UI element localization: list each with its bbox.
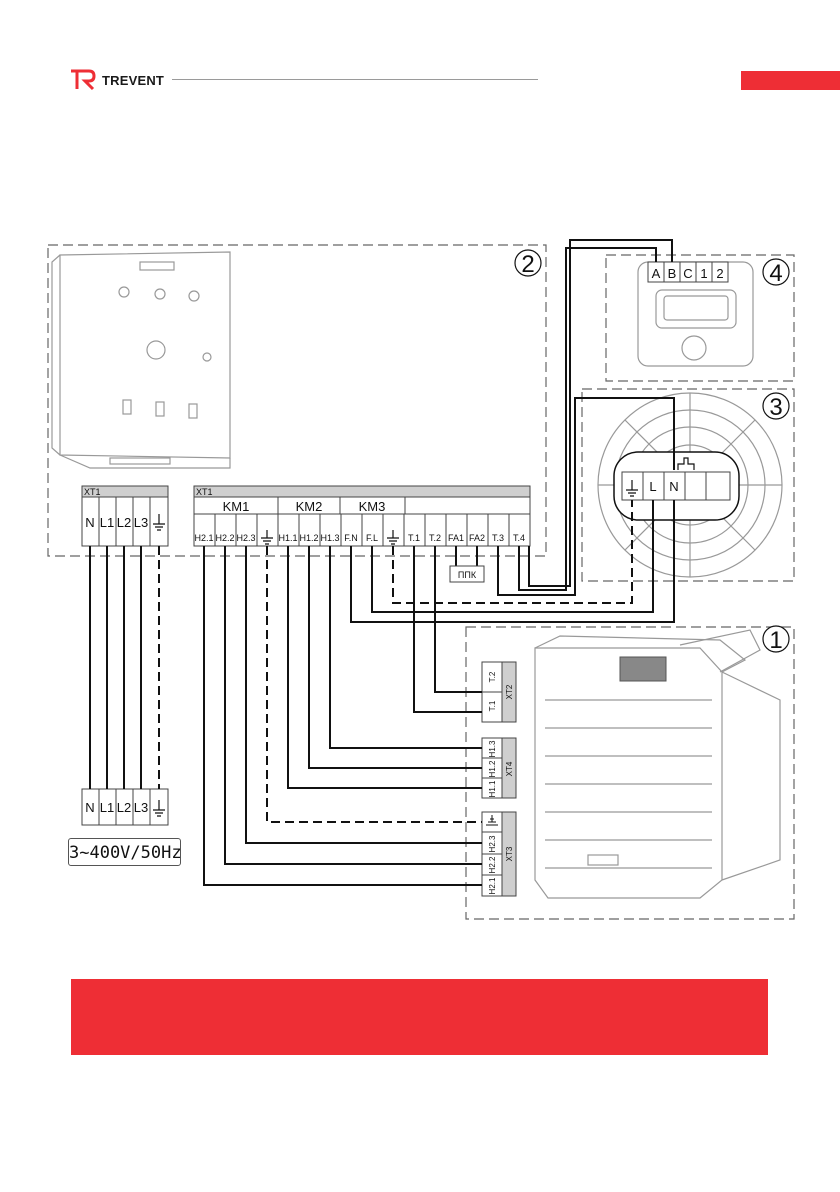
- svg-text:L1: L1: [100, 515, 114, 530]
- svg-text:F.N: F.N: [344, 533, 358, 543]
- block-number-4: 4: [763, 259, 789, 287]
- svg-text:FA2: FA2: [469, 533, 485, 543]
- svg-text:T.3: T.3: [492, 533, 504, 543]
- svg-text:KM3: KM3: [359, 499, 386, 514]
- svg-text:KM1: KM1: [223, 499, 250, 514]
- svg-text:H2.3: H2.3: [236, 533, 255, 543]
- svg-text:L1: L1: [100, 800, 114, 815]
- supply-voltage-label: 3~400V/50Hz: [68, 838, 181, 866]
- svg-text:XT3: XT3: [505, 846, 514, 861]
- controller-image: A B C 1 2: [638, 262, 753, 366]
- svg-text:KM2: KM2: [296, 499, 323, 514]
- svg-text:L3: L3: [134, 515, 148, 530]
- svg-text:XT4: XT4: [505, 761, 514, 776]
- svg-text:L: L: [649, 479, 656, 494]
- svg-text:1: 1: [769, 627, 782, 654]
- control-box-image: [52, 252, 230, 468]
- svg-text:N: N: [85, 800, 94, 815]
- controller-terminals: A B C 1 2: [648, 262, 728, 282]
- svg-text:3: 3: [769, 394, 782, 421]
- svg-text:A: A: [652, 266, 661, 281]
- svg-text:H2.2: H2.2: [215, 533, 234, 543]
- terminal-block-xt4: H1.1 H1.2 H1.3 XT4: [482, 738, 516, 798]
- terminal-block-xt3: H2.1 H2.2 H2.3 XT3: [482, 812, 516, 896]
- ppk-box: ППК: [450, 546, 484, 582]
- svg-text:H1.3: H1.3: [320, 533, 339, 543]
- svg-text:H1.1: H1.1: [488, 780, 497, 797]
- supply-terminals: N L1 L2 L3: [82, 789, 168, 825]
- block-number-3: 3: [763, 393, 789, 421]
- svg-text:ППК: ППК: [458, 570, 477, 580]
- svg-text:N: N: [85, 515, 94, 530]
- svg-text:L2: L2: [117, 800, 131, 815]
- svg-text:L2: L2: [117, 515, 131, 530]
- svg-text:XT1: XT1: [196, 487, 213, 497]
- supply-wires: [90, 546, 159, 789]
- svg-text:FA1: FA1: [448, 533, 464, 543]
- svg-text:XT1: XT1: [84, 487, 101, 497]
- terminal-block-xt2: T.1 T.2 XT2: [482, 662, 516, 722]
- heater-image: [535, 630, 780, 898]
- svg-text:H2.1: H2.1: [194, 533, 213, 543]
- svg-text:H1.3: H1.3: [488, 740, 497, 757]
- footer-red-banner: [71, 979, 768, 1055]
- svg-text:1: 1: [700, 266, 707, 281]
- fan-image: L N: [598, 393, 782, 577]
- svg-text:L3: L3: [134, 800, 148, 815]
- terminal-strip-left: XT1 N L1 L2 L3: [82, 486, 168, 546]
- terminal-strip-main: XT1 KM1 KM2 KM3 H2.1 H2.2 H2.3 H1.1 H1.2…: [194, 486, 530, 546]
- svg-text:T.1: T.1: [488, 700, 497, 711]
- block-number-1: 1: [763, 626, 789, 654]
- svg-text:T.2: T.2: [429, 533, 441, 543]
- svg-text:H2.1: H2.1: [488, 877, 497, 894]
- block-number-2: 2: [515, 250, 541, 278]
- svg-text:H2.3: H2.3: [488, 835, 497, 852]
- svg-text:H2.2: H2.2: [488, 856, 497, 873]
- svg-text:2: 2: [521, 251, 534, 278]
- svg-text:F.L: F.L: [366, 533, 378, 543]
- svg-text:T.1: T.1: [408, 533, 420, 543]
- svg-text:T.4: T.4: [513, 533, 525, 543]
- svg-text:N: N: [669, 479, 678, 494]
- svg-text:H1.1: H1.1: [278, 533, 297, 543]
- svg-text:C: C: [683, 266, 692, 281]
- svg-text:T.2: T.2: [488, 671, 497, 682]
- controller-wires: [519, 240, 672, 590]
- svg-text:2: 2: [716, 266, 723, 281]
- heater-h2-wires: [204, 546, 482, 885]
- svg-text:4: 4: [769, 260, 782, 287]
- svg-text:XT2: XT2: [505, 684, 514, 699]
- svg-text:H1.2: H1.2: [488, 760, 497, 777]
- svg-text:B: B: [668, 266, 677, 281]
- svg-text:H1.2: H1.2: [299, 533, 318, 543]
